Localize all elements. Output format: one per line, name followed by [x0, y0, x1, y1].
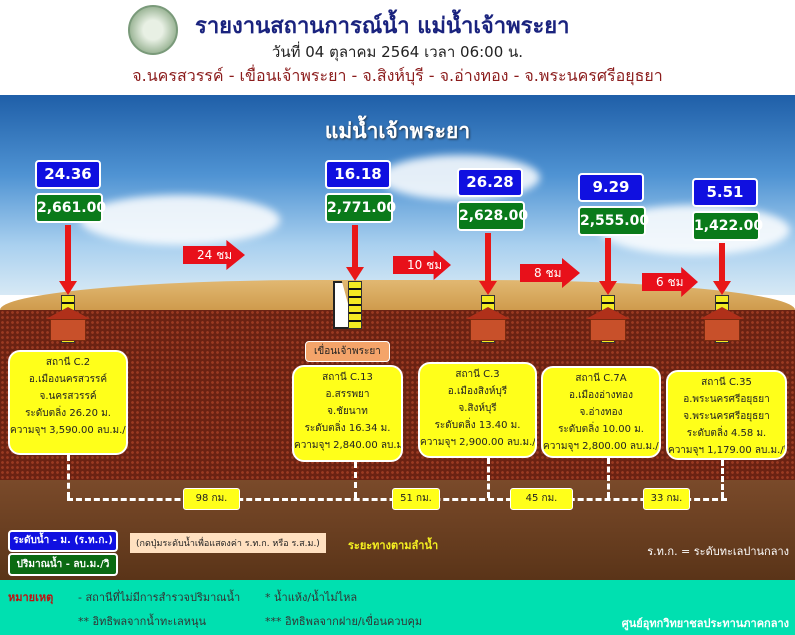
river-diagram: แม่น้ำเจ้าพระยา เขื่อนเจ้าพระยา 24.36 2,…	[0, 95, 795, 580]
connector-line	[607, 458, 610, 498]
station-province: จ.สิงห์บุรี	[458, 403, 497, 414]
capacity: ความจุฯ 2,840.00 ลบ.ม./วิ	[294, 440, 403, 451]
bank-level: ระดับตลิ่ง 26.20 ม.	[25, 408, 111, 419]
house-roof-icon	[46, 307, 90, 319]
station-name: สถานี C.35	[701, 377, 752, 388]
bank-level: ระดับตลิ่ง 10.00 ม.	[558, 424, 644, 435]
page-title: รายงานสถานการณ์น้ำ แม่น้ำเจ้าพระยา	[195, 14, 570, 39]
station-card[interactable]: สถานี C.35 อ.พระนครศรีอยุธยา จ.พระนครศรี…	[666, 370, 787, 460]
organization: ศูนย์อุทกวิทยาชลประทานภาคกลาง	[621, 617, 789, 630]
station-house-icon	[590, 319, 626, 341]
station-house-icon	[470, 319, 506, 341]
clipped-line	[10, 439, 126, 447]
arrow-head-icon	[479, 281, 497, 295]
msl-note: ร.ท.ก. = ระดับทะเลปานกลาง	[647, 545, 789, 558]
water-level-value[interactable]: 26.28	[457, 168, 523, 197]
station-name: สถานี C.13	[322, 372, 373, 383]
water-level-value[interactable]: 24.36	[35, 160, 101, 189]
house-roof-icon	[466, 307, 510, 319]
arrow-down-icon	[719, 243, 725, 281]
water-flow-value[interactable]: 2,628.00	[457, 201, 528, 231]
house-roof-icon	[700, 307, 744, 319]
station-card[interactable]: สถานี C.7A อ.เมืองอ่างทอง จ.อ่างทอง ระดั…	[541, 366, 661, 458]
level-button-hint: (กดปุ่มระดับน้ำเพื่อแสดงค่า ร.ท.ก. หรือ …	[130, 533, 326, 553]
clipped-line	[668, 459, 785, 460]
water-level-value[interactable]: 5.51	[692, 178, 758, 207]
connector-line	[487, 458, 490, 498]
capacity: ความจุฯ 2,800.00 ลบ.ม./วิ	[543, 441, 661, 452]
arrow-down-icon	[352, 225, 358, 267]
bank-level: ระดับตลิ่ง 13.40 ม.	[434, 420, 521, 431]
station-card[interactable]: สถานี C.3 อ.เมืองสิงห์บุรี จ.สิงห์บุรี ร…	[418, 362, 537, 458]
cloud	[80, 195, 280, 245]
header: รายงานสถานการณ์น้ำ แม่น้ำเจ้าพระยา วันที…	[0, 0, 795, 95]
water-flow-value[interactable]: 2,771.00	[325, 193, 396, 223]
bank-level: ระดับตลิ่ง 16.34 ม.	[304, 423, 391, 434]
capacity: ความจุฯ 2,900.00 ลบ.ม./วิ	[420, 437, 537, 448]
station-card[interactable]: สถานี C.2 อ.เมืองนครสวรรค์ จ.นครสวรรค์ ร…	[8, 350, 128, 455]
dam-label: เขื่อนเจ้าพระยา	[305, 341, 390, 362]
water-level-value[interactable]: 9.29	[578, 173, 644, 202]
legend-item: ** อิทธิพลจากน้ำทะเลหนุน	[78, 615, 206, 628]
distance-label: 33 กม.	[643, 488, 690, 510]
arrow-head-icon	[59, 281, 77, 295]
water-flow-button[interactable]: ปริมาณน้ำ - ลบ.ม./วิ	[8, 553, 118, 576]
station-province: จ.พระนครศรีอยุธยา	[683, 411, 770, 422]
rid-logo	[128, 5, 178, 55]
station-district: อ.เมืองอ่างทอง	[568, 390, 634, 401]
station-house-icon	[704, 319, 740, 341]
staff-gauge-icon	[348, 281, 362, 329]
station-district: อ.สรรพยา	[325, 389, 370, 400]
water-flow-value[interactable]: 2,661.00	[35, 193, 106, 223]
station-province: จ.นครสวรรค์	[39, 391, 97, 402]
connector-line	[67, 455, 70, 498]
arrow-down-icon	[65, 225, 71, 281]
water-level-value[interactable]: 16.18	[325, 160, 391, 189]
station-province: จ.ชัยนาท	[327, 406, 368, 417]
arrow-head-icon	[713, 281, 731, 295]
distance-label-caption: ระยะทางตามลำน้ำ	[348, 539, 439, 552]
station-name: สถานี C.2	[45, 357, 91, 368]
capacity: ความจุฯ 3,590.00 ลบ.ม./วิ	[10, 425, 128, 436]
water-flow-value[interactable]: 2,555.00	[578, 206, 649, 236]
water-level-button[interactable]: ระดับน้ำ - ม. (ร.ท.ก.)	[8, 530, 118, 552]
legend-item: - สถานีที่ไม่มีการสำรวจปริมาณน้ำ	[78, 591, 241, 604]
report-date: วันที่ 04 ตุลาคม 2564 เวลา 06:00 น.	[271, 43, 524, 61]
legend-item: *** อิทธิพลจากฝาย/เขื่อนควบคุม	[265, 615, 423, 628]
arrow-down-icon	[485, 233, 491, 281]
distance-label: 51 กม.	[392, 488, 440, 510]
arrow-head-icon	[346, 267, 364, 281]
station-province: จ.อ่างทอง	[579, 407, 623, 418]
distance-label: 98 กม.	[183, 488, 240, 510]
connector-line	[721, 460, 724, 498]
legend: หมายเหตุ - สถานีที่ไม่มีการสำรวจปริมาณน้…	[0, 580, 795, 635]
arrow-head-icon	[599, 281, 617, 295]
station-card[interactable]: สถานี C.13 อ.สรรพยา จ.ชัยนาท ระดับตลิ่ง …	[292, 365, 403, 462]
station-house-icon	[50, 319, 86, 341]
arrow-down-icon	[605, 238, 611, 281]
clipped-line	[543, 455, 659, 456]
station-district: อ.เมืองนครสวรรค์	[28, 374, 108, 385]
legend-title: หมายเหตุ	[8, 591, 54, 604]
clipped-line	[420, 451, 535, 456]
legend-item: * น้ำแห้ง/น้ำไม่ไหล	[265, 591, 358, 604]
route-label: จ.นครสวรรค์ - เขื่อนเจ้าพระยา - จ.สิงห์บ…	[132, 66, 663, 85]
station-district: อ.พระนครศรีอยุธยา	[683, 394, 770, 405]
distance-label: 45 กม.	[510, 488, 573, 510]
station-district: อ.เมืองสิงห์บุรี	[447, 386, 508, 397]
station-name: สถานี C.3	[455, 369, 500, 380]
station-name: สถานี C.7A	[575, 373, 627, 384]
water-flow-value[interactable]: 1,422.00	[692, 211, 763, 241]
river-title: แม่น้ำเจ้าพระยา	[324, 119, 471, 143]
clipped-line	[294, 454, 401, 460]
bank-level: ระดับตลิ่ง 4.58 ม.	[686, 428, 767, 439]
connector-line	[354, 462, 357, 498]
house-roof-icon	[586, 307, 630, 319]
capacity: ความจุฯ 1,179.00 ลบ.ม./วิ	[668, 445, 787, 456]
